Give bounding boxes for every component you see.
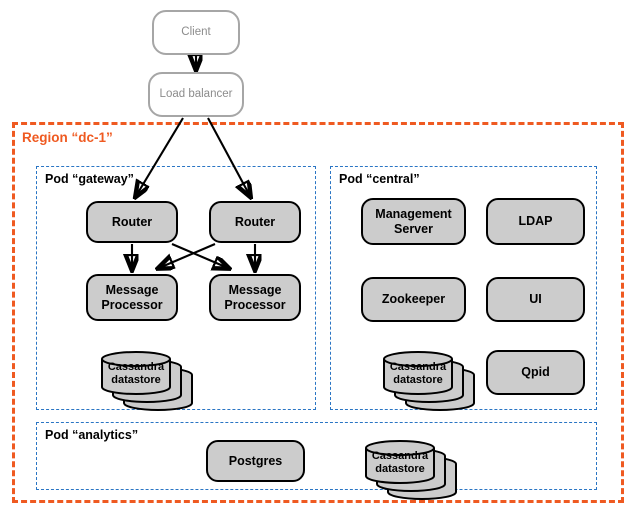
node-load-balancer-label: Load balancer (159, 87, 233, 100)
node-postgres-label: Postgres (228, 453, 283, 468)
node-message-processor-2-label-line1: Message (228, 282, 282, 297)
node-qpid-label: Qpid (521, 365, 550, 380)
node-router-1-label: Router (111, 214, 153, 229)
region-label: Region “dc-1” (22, 130, 113, 145)
datastore-cassandra-analytics[interactable]: Cassandra datastore (340, 428, 460, 500)
pod-gateway-label: Pod “gateway” (45, 172, 134, 186)
region-dc-1 (12, 122, 624, 503)
datastore-cassandra-central[interactable]: Cassandra datastore (358, 339, 478, 411)
node-ui[interactable]: UI (486, 277, 585, 322)
node-client-label: Client (181, 25, 211, 38)
node-load-balancer[interactable]: Load balancer (148, 72, 244, 117)
node-client[interactable]: Client (152, 10, 240, 55)
pod-central-label: Pod “central” (339, 172, 420, 186)
node-qpid[interactable]: Qpid (486, 350, 585, 395)
node-message-processor-1-label-line1: Message (105, 282, 159, 297)
node-zookeeper[interactable]: Zookeeper (361, 277, 466, 322)
node-management-server[interactable]: Management Server (361, 198, 466, 245)
node-message-processor-2-label-line2: Processor (224, 297, 286, 312)
node-router-2-label: Router (234, 214, 276, 229)
node-message-processor-2[interactable]: Message Processor (209, 274, 301, 321)
node-postgres[interactable]: Postgres (206, 440, 305, 482)
node-router-2[interactable]: Router (209, 201, 301, 243)
node-router-1[interactable]: Router (86, 201, 178, 243)
node-ui-label: UI (529, 292, 542, 307)
datastore-cassandra-gateway[interactable]: Cassandra datastore (76, 339, 196, 411)
node-zookeeper-label: Zookeeper (381, 292, 446, 307)
pod-central (330, 166, 597, 410)
pod-analytics-label: Pod “analytics” (45, 428, 139, 442)
pod-analytics (36, 422, 597, 490)
node-message-processor-1-label-line2: Processor (101, 297, 163, 312)
node-ldap[interactable]: LDAP (486, 198, 585, 245)
node-ldap-label: LDAP (518, 214, 553, 229)
node-message-processor-1[interactable]: Message Processor (86, 274, 178, 321)
node-management-server-label-line1: Management (375, 206, 452, 221)
node-management-server-label-line2: Server (394, 221, 433, 236)
